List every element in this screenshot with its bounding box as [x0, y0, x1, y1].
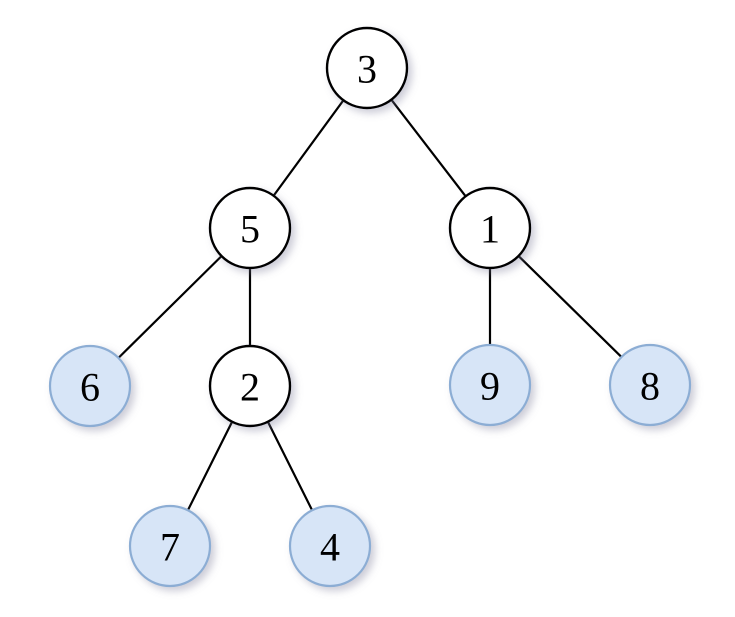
- node-circle-7[interactable]: [128, 504, 212, 588]
- tree-node-6[interactable]: 6: [48, 344, 132, 428]
- tree-node-5[interactable]: 5: [208, 186, 292, 270]
- node-circle-1[interactable]: [448, 186, 532, 270]
- tree-edge-3-5: [271, 98, 346, 198]
- tree-edge-1-8: [516, 254, 624, 359]
- node-circle-3[interactable]: [325, 26, 409, 110]
- tree-node-1[interactable]: 1: [448, 186, 532, 270]
- tree-edges-layer: [116, 97, 624, 513]
- tree-node-9[interactable]: 9: [448, 343, 532, 427]
- node-circle-5[interactable]: [208, 186, 292, 270]
- tree-edge-3-1: [389, 97, 468, 199]
- node-circle-2[interactable]: [208, 344, 292, 428]
- tree-node-3[interactable]: 3: [325, 26, 409, 110]
- tree-node-4[interactable]: 4: [288, 504, 372, 588]
- node-circle-8[interactable]: [608, 343, 692, 427]
- node-circle-9[interactable]: [448, 343, 532, 427]
- tree-edge-5-6: [116, 254, 224, 360]
- node-circle-4[interactable]: [288, 504, 372, 588]
- tree-edge-2-7: [186, 419, 234, 513]
- tree-edge-2-4: [266, 419, 314, 513]
- tree-node-8[interactable]: 8: [608, 343, 692, 427]
- node-circle-6[interactable]: [48, 344, 132, 428]
- tree-node-7[interactable]: 7: [128, 504, 212, 588]
- tree-node-2[interactable]: 2: [208, 344, 292, 428]
